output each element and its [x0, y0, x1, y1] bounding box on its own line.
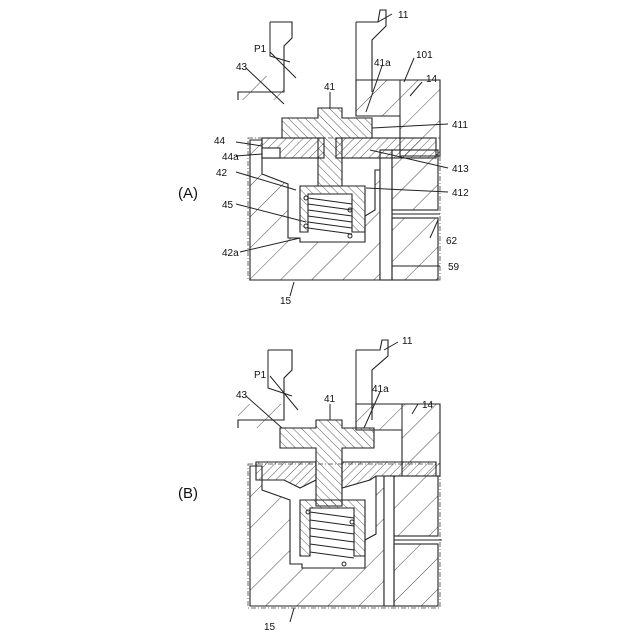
- callout-b-41a: 41a: [372, 384, 389, 395]
- figure-b-label: (B): [178, 485, 198, 502]
- callout-59: 59: [448, 262, 460, 273]
- figure-a-label: (A): [178, 185, 198, 202]
- callout-411: 411: [452, 120, 468, 131]
- callout-43: 43: [236, 62, 248, 73]
- callout-44a: 44a: [222, 152, 239, 163]
- callout-b-11: 11: [402, 336, 413, 347]
- figure-b: (B) 11 P1 43 41 41a 14 15: [178, 336, 442, 633]
- callout-11: 11: [398, 10, 409, 21]
- callout-b-p1: P1: [254, 370, 267, 381]
- callout-15: 15: [280, 296, 292, 307]
- callout-41: 41: [324, 82, 336, 93]
- callout-42a: 42a: [222, 248, 239, 259]
- callout-41a: 41a: [374, 58, 391, 69]
- callout-p1: P1: [254, 44, 267, 55]
- callout-44: 44: [214, 136, 226, 147]
- callout-45: 45: [222, 200, 234, 211]
- callout-62: 62: [446, 236, 458, 247]
- callout-413: 413: [452, 164, 469, 175]
- callout-101: 101: [416, 50, 433, 61]
- callout-14: 14: [426, 74, 438, 85]
- callout-b-15: 15: [264, 622, 276, 633]
- callout-412: 412: [452, 188, 469, 199]
- callout-b-43: 43: [236, 390, 248, 401]
- callout-b-14: 14: [422, 400, 434, 411]
- figure-a: (A) 11 P1 101 43 41a 41 14 411 44 44a 41…: [178, 10, 469, 307]
- callout-b-41: 41: [324, 394, 336, 405]
- callout-42: 42: [216, 168, 228, 179]
